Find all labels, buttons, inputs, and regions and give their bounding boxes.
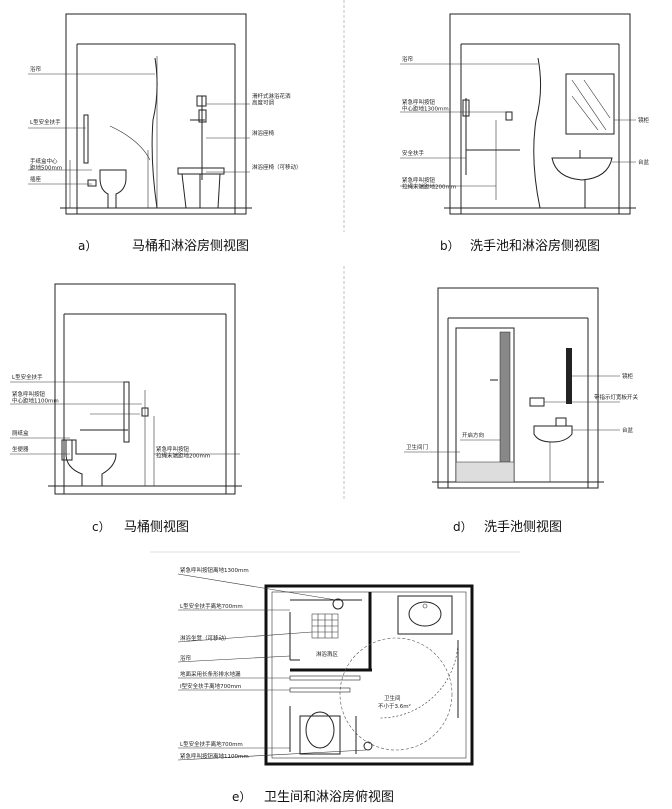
panel-c-label-paper: 厕纸盒 bbox=[12, 429, 29, 437]
panel-b-mirror-cabinet bbox=[565, 73, 615, 135]
panel-e-basin bbox=[408, 601, 442, 627]
panel-e-door-swing bbox=[379, 639, 459, 719]
panel-d-basin-side-view: 镜柜 带指示灯宽板开关 台盆 卫生间门 开启方向 d） 洗手池侧视图 bbox=[404, 287, 639, 535]
panel-e-caption: 卫生间和淋浴房俯视图 bbox=[264, 789, 394, 805]
panel-e-label-emergency-1300: 紧急呼叫按钮离地1300mm bbox=[180, 566, 249, 574]
panel-a-caption: 马桶和淋浴房侧视图 bbox=[132, 238, 249, 254]
panel-d-door-glass bbox=[499, 331, 511, 479]
panel-e-label-emergency-1100: 紧急呼叫按钮离地1100mm bbox=[180, 752, 249, 760]
panel-e-label-room-size: 不小于3.6m² bbox=[378, 702, 411, 710]
panel-e-label-floor-drain: 地面采用长条形排水地漏 bbox=[180, 670, 241, 678]
panel-d-basin bbox=[533, 425, 573, 443]
panel-a-frame bbox=[65, 13, 247, 215]
panel-b-label-safety-bar: 安全扶手 bbox=[402, 149, 425, 157]
panel-e-floor-drain bbox=[289, 675, 361, 681]
panel-c-label-emergency-low: 紧急呼叫按钮拉绳末端距地200mm bbox=[156, 445, 210, 460]
panel-a-caption-letter: a） bbox=[78, 239, 97, 253]
panel-b-label-basin: 台盆 bbox=[638, 158, 650, 166]
panel-c-l-grab-bar bbox=[123, 381, 130, 443]
panel-e-label-l-bar-700b: L型安全扶手离地700mm bbox=[180, 740, 243, 748]
panel-e-label-shower-area: 淋浴溅区 bbox=[316, 650, 339, 658]
panel-a-l-grab-bar bbox=[83, 114, 89, 164]
panel-e-basin-counter bbox=[397, 595, 453, 635]
panel-c-toilet bbox=[65, 439, 117, 487]
panel-e-label-seat: 淋浴坐凳（可移动） bbox=[180, 634, 230, 642]
panel-a-label-l-grab-bar: L型安全扶手 bbox=[30, 118, 61, 126]
panel-a-label-lift-shower: 滑杆式淋浴花洒高度可调 bbox=[252, 92, 291, 107]
panel-b-caption: 洗手池和淋浴房侧视图 bbox=[470, 238, 600, 254]
panel-e-emergency-button-toilet bbox=[363, 741, 373, 751]
panel-a-label-paper-holder: 手纸盒中心距地500mm bbox=[30, 157, 62, 172]
panel-e-label-l-bar-700: L型安全扶手离地700mm bbox=[180, 602, 243, 610]
panel-d-caption: 洗手池侧视图 bbox=[484, 520, 562, 535]
panel-b-basin bbox=[551, 157, 613, 181]
panel-e-caption-letter: e） bbox=[232, 790, 251, 804]
panel-c-label-toilet: 坐便器 bbox=[12, 445, 29, 453]
panel-a-shower-seat bbox=[177, 167, 225, 175]
panel-c-caption-letter: c） bbox=[92, 520, 111, 534]
panel-a-label-curtain: 浴帘 bbox=[30, 65, 42, 73]
panel-b-label-curtain: 浴帘 bbox=[402, 55, 414, 63]
panel-e-toilet bbox=[305, 711, 335, 749]
panel-e-outer-wall bbox=[264, 584, 474, 766]
panel-e-toilet-tank bbox=[299, 715, 341, 755]
panel-b-label-emergency: 紧急呼叫按钮中心距地1300mm bbox=[402, 98, 449, 113]
panel-a-label-shower-seat: 淋浴座椅（可移动） bbox=[252, 163, 302, 171]
panel-b-shower-curtain bbox=[533, 57, 542, 209]
panel-a-toilet bbox=[99, 169, 127, 209]
panel-a-shower-curtain bbox=[151, 57, 158, 209]
panel-d-label-open-direction: 开启方向 bbox=[462, 431, 484, 439]
panel-e-label-room: 卫生间 bbox=[384, 694, 401, 702]
panel-b-frame bbox=[449, 13, 631, 215]
panel-d-label-mirror: 镜柜 bbox=[622, 372, 634, 380]
panel-b-label-mirror: 镜柜 bbox=[638, 116, 650, 124]
panel-d-mirror-cabinet bbox=[566, 348, 572, 404]
panel-c-caption: 马桶侧视图 bbox=[124, 520, 189, 535]
panel-d-caption-letter: d） bbox=[453, 520, 473, 534]
panel-b-caption-letter: b） bbox=[440, 239, 460, 253]
panel-b-label-emergency-low: 紧急呼叫按钮拉绳末端距地200mm bbox=[402, 176, 456, 191]
panel-d-label-door: 卫生间门 bbox=[406, 443, 428, 451]
panel-e-plan-view: 紧急呼叫按钮离地1300mm L型安全扶手离地700mm 淋浴坐凳（可移动） 浴… bbox=[177, 566, 474, 805]
panel-d-label-basin: 台盆 bbox=[622, 426, 634, 434]
panel-e-label-i-bar-700: I型安全扶手离地700mm bbox=[180, 682, 241, 690]
panel-d-label-switch: 带指示灯宽板开关 bbox=[594, 393, 639, 401]
panel-d-frame bbox=[437, 287, 599, 489]
panel-c-toilet-side-view: L型安全扶手 紧急呼叫按钮中心距地1100mm 厕纸盒 坐便器 紧急呼叫按钮拉绳… bbox=[10, 283, 242, 535]
panel-a-paper-holder bbox=[87, 179, 97, 187]
panel-b-emergency-button bbox=[505, 111, 513, 121]
panel-c-label-emergency: 紧急呼叫按钮中心距地1100mm bbox=[12, 390, 59, 405]
panel-b-basin-shower-side-view: 浴帘 紧急呼叫按钮中心距地1300mm 安全扶手 紧急呼叫按钮拉绳末端距地200… bbox=[400, 13, 650, 254]
panel-c-frame bbox=[54, 283, 236, 495]
panel-a-label-soap-niche: 淋浴座椅 bbox=[252, 129, 275, 137]
panel-c-label-l-grab-bar: L型安全扶手 bbox=[12, 373, 43, 381]
panel-e-emergency-button bbox=[332, 598, 344, 610]
panel-d-switch bbox=[529, 397, 545, 407]
panel-e-turning-circle bbox=[339, 637, 453, 751]
panel-a-label-socket: 插座 bbox=[30, 175, 42, 183]
panel-e-label-curtain: 浴帘 bbox=[180, 654, 192, 662]
panel-a-toilet-shower-side-view: 浴帘 L型安全扶手 手纸盒中心距地500mm 插座 滑杆式淋浴花洒高度可调 淋浴… bbox=[28, 13, 302, 254]
